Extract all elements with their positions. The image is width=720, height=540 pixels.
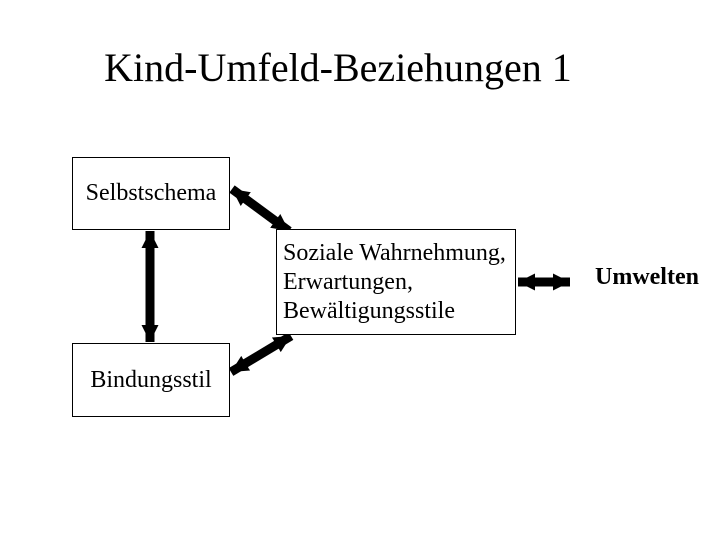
connector-selbstschema-soziale-double-arrow xyxy=(229,185,292,235)
slide-title: Kind-Umfeld-Beziehungen 1 xyxy=(104,45,572,90)
box-bindungsstil-label: Bindungsstil xyxy=(90,366,212,393)
box-bindungsstil: Bindungsstil xyxy=(72,343,230,417)
box-selbstschema-label: Selbstschema xyxy=(85,180,217,206)
box-soziale-wahrnehmung-line3: Bewältigungsstile xyxy=(283,297,455,324)
box-selbstschema: Selbstschema xyxy=(72,157,230,230)
box-soziale-wahrnehmung-line2: Erwartungen, xyxy=(283,268,413,295)
label-umwelten: Umwelten xyxy=(595,264,699,290)
connector-bindungsstil-soziale-double-arrow xyxy=(228,332,294,376)
box-soziale-wahrnehmung-line1: Soziale Wahrnehmung, xyxy=(283,239,506,266)
box-soziale-wahrnehmung: Soziale Wahrnehmung, Erwartungen, Bewält… xyxy=(276,229,516,335)
